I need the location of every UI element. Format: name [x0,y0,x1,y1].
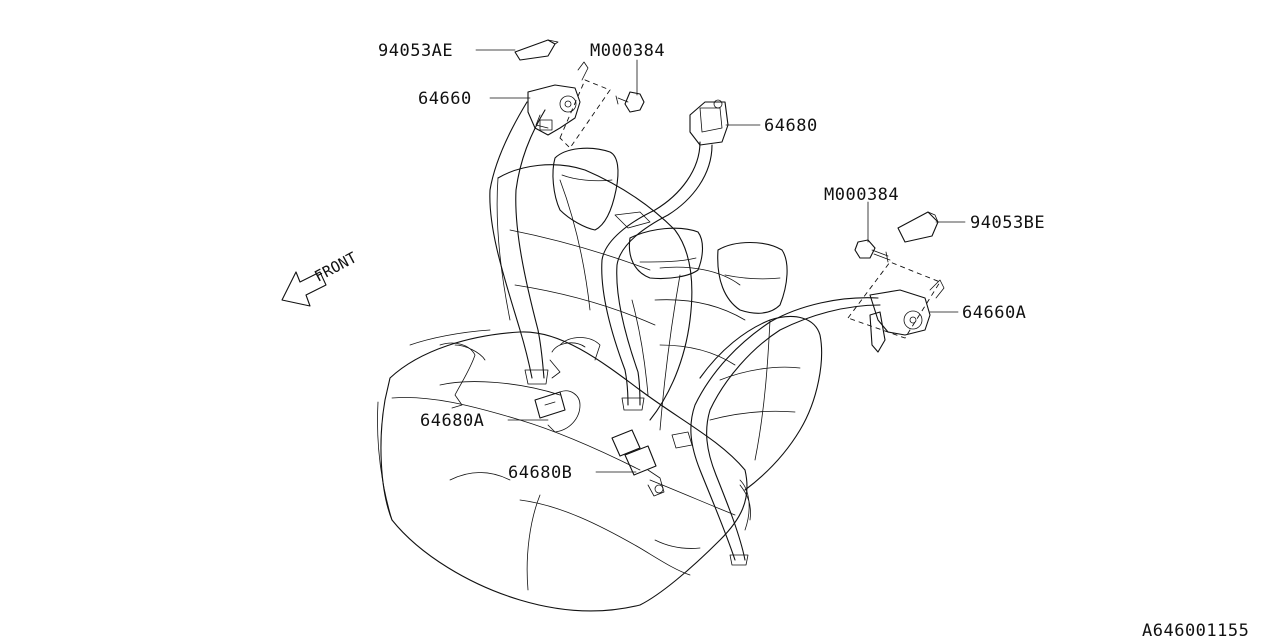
left-buckle-loops [439,337,601,409]
right-bolt [854,239,891,263]
cover-94053ae [514,39,559,61]
left-seat-belt [489,101,549,385]
buckle-64680a [534,390,581,433]
seat-cushion [377,329,751,612]
left-seatback [496,164,693,421]
left-retractor [527,61,611,149]
label-64680b: 64680B [508,463,572,483]
right-retractor [847,261,945,353]
front-label: FRONT [311,248,359,285]
drawing-id: A646001155 [1142,621,1249,640]
label-64680a: 64680A [420,411,484,431]
label-64680: 64680 [764,116,818,136]
label-94053be: 94053BE [970,213,1045,233]
leader-lines [475,49,966,473]
center-seat-belt [601,141,713,411]
label-94053ae: 94053AE [378,41,453,61]
left-headrest [552,147,619,231]
label-m000384-top: M000384 [590,41,665,61]
center-headrest [628,227,704,280]
front-arrow: FRONT [281,248,360,307]
label-64660: 64660 [418,89,472,109]
center-retractor [689,99,729,146]
right-seat-belt [671,297,881,566]
right-seatback [699,316,823,531]
left-bolt [615,91,645,113]
buckle-64680b [611,429,665,497]
right-headrest [717,242,788,314]
label-m000384-right: M000384 [824,185,899,205]
label-64660a: 64660A [962,303,1026,323]
center-seatback [654,266,746,431]
cover-94053be [897,211,939,243]
